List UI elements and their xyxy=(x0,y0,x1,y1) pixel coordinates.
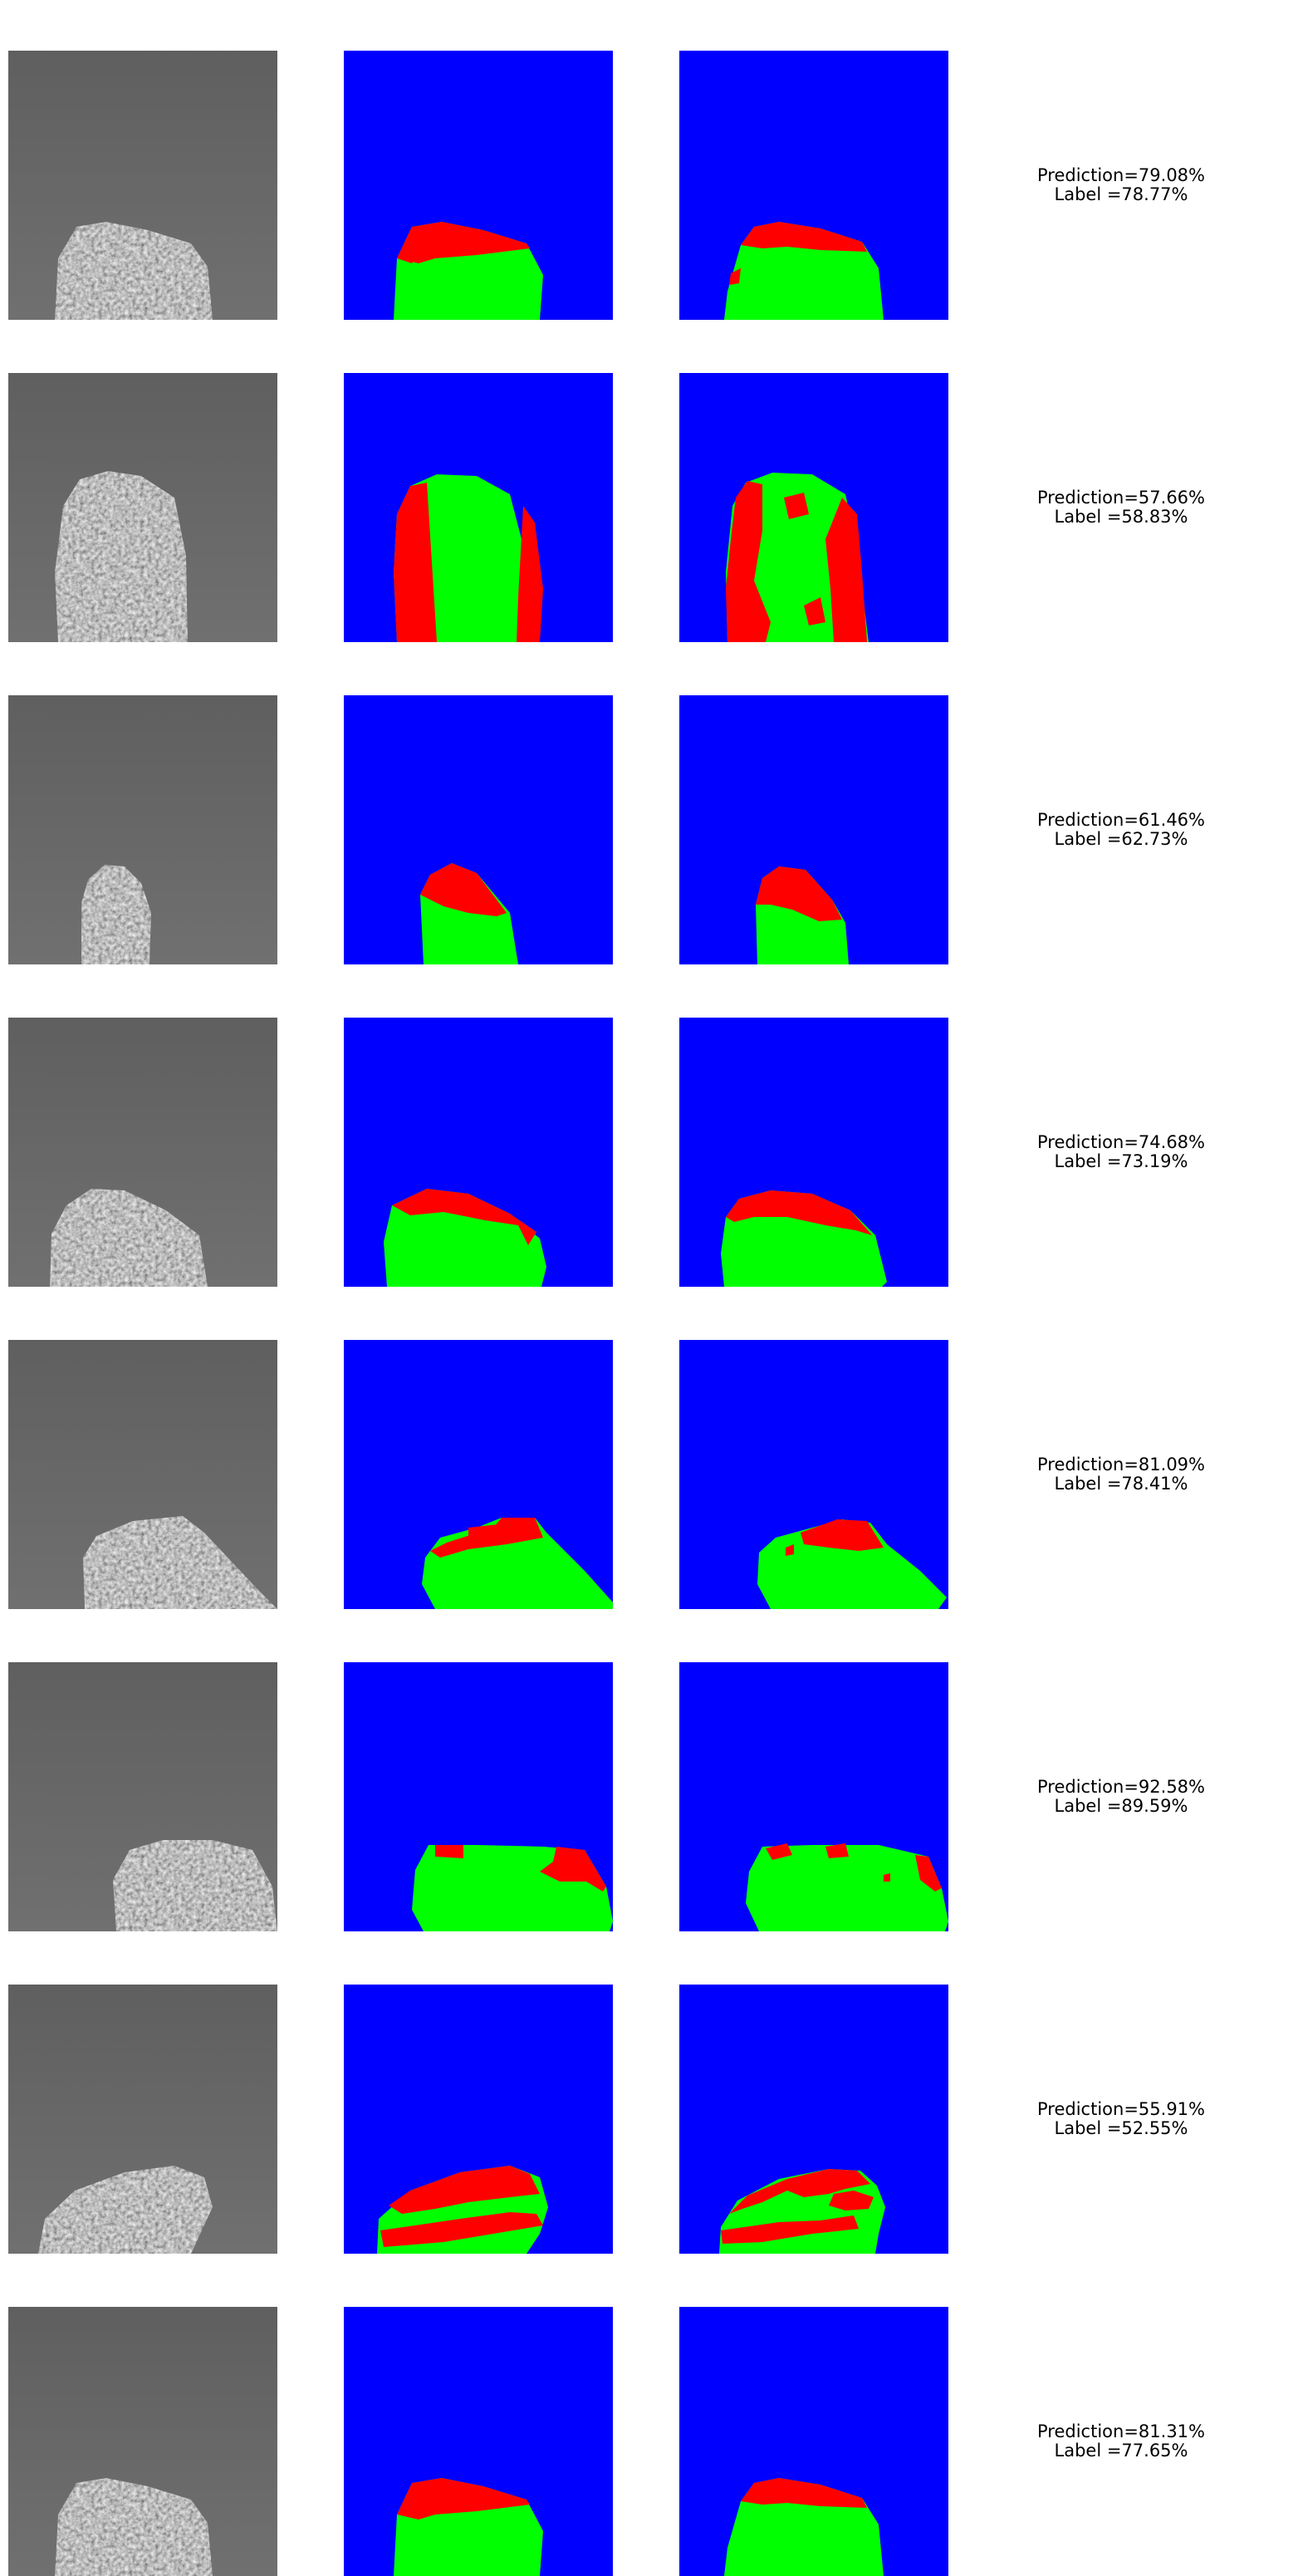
label-value: Label =58.83% xyxy=(1054,507,1188,527)
metrics-text: Prediction=81.09% Label =78.41% xyxy=(1013,1455,1229,1494)
input-photo xyxy=(8,1018,277,1287)
input-photo xyxy=(8,695,277,964)
label-mask xyxy=(344,2307,613,2576)
label-mask xyxy=(344,1018,613,1287)
metrics-text: Prediction=55.91% Label =52.55% xyxy=(1013,2100,1229,2138)
input-photo xyxy=(8,1340,277,1609)
metrics-text: Prediction=92.58% Label =89.59% xyxy=(1013,1778,1229,1816)
result-row: Prediction=74.68% Label =73.19% xyxy=(0,1018,1298,1287)
prediction-mask xyxy=(679,1340,948,1609)
result-row: Prediction=92.58% Label =89.59% xyxy=(0,1662,1298,1931)
metrics-text: Prediction=79.08% Label =78.77% xyxy=(1013,166,1229,204)
label-mask xyxy=(344,695,613,964)
result-row: Prediction=81.09% Label =78.41% xyxy=(0,1340,1298,1609)
input-photo xyxy=(8,2307,277,2576)
metrics-text: Prediction=57.66% Label =58.83% xyxy=(1013,488,1229,527)
label-mask xyxy=(344,1985,613,2254)
label-mask xyxy=(344,51,613,320)
prediction-value: Prediction=57.66% xyxy=(1037,488,1205,508)
label-value: Label =77.65% xyxy=(1054,2441,1188,2461)
prediction-mask xyxy=(679,695,948,964)
label-value: Label =73.19% xyxy=(1054,1151,1188,1171)
result-row: Prediction=61.46% Label =62.73% xyxy=(0,695,1298,964)
prediction-value: Prediction=92.58% xyxy=(1037,1777,1205,1797)
label-value: Label =52.55% xyxy=(1054,2118,1188,2138)
result-row: Prediction=79.08% Label =78.77% xyxy=(0,51,1298,320)
prediction-mask xyxy=(679,1018,948,1287)
prediction-mask xyxy=(679,1662,948,1931)
metrics-text: Prediction=61.46% Label =62.73% xyxy=(1013,811,1229,849)
input-photo xyxy=(8,51,277,320)
label-value: Label =78.41% xyxy=(1054,1474,1188,1494)
prediction-mask xyxy=(679,1985,948,2254)
label-value: Label =78.77% xyxy=(1054,184,1188,204)
prediction-value: Prediction=79.08% xyxy=(1037,165,1205,185)
label-mask xyxy=(344,1340,613,1609)
prediction-mask xyxy=(679,51,948,320)
input-photo xyxy=(8,373,277,642)
input-photo xyxy=(8,1985,277,2254)
metrics-text: Prediction=74.68% Label =73.19% xyxy=(1013,1133,1229,1171)
input-photo xyxy=(8,1662,277,1931)
prediction-value: Prediction=81.31% xyxy=(1037,2421,1205,2441)
prediction-value: Prediction=55.91% xyxy=(1037,2099,1205,2119)
prediction-value: Prediction=74.68% xyxy=(1037,1132,1205,1152)
metrics-text: Prediction=81.31% Label =77.65% xyxy=(1013,2422,1229,2461)
label-value: Label =89.59% xyxy=(1054,1796,1188,1816)
label-mask xyxy=(344,373,613,642)
result-row: Prediction=57.66% Label =58.83% xyxy=(0,373,1298,642)
label-value: Label =62.73% xyxy=(1054,829,1188,849)
prediction-value: Prediction=61.46% xyxy=(1037,810,1205,830)
label-mask xyxy=(344,1662,613,1931)
prediction-mask xyxy=(679,373,948,642)
prediction-mask xyxy=(679,2307,948,2576)
prediction-value: Prediction=81.09% xyxy=(1037,1455,1205,1474)
result-row: Prediction=81.31% Label =77.65% xyxy=(0,2307,1298,2576)
result-row: Prediction=55.91% Label =52.55% xyxy=(0,1985,1298,2254)
